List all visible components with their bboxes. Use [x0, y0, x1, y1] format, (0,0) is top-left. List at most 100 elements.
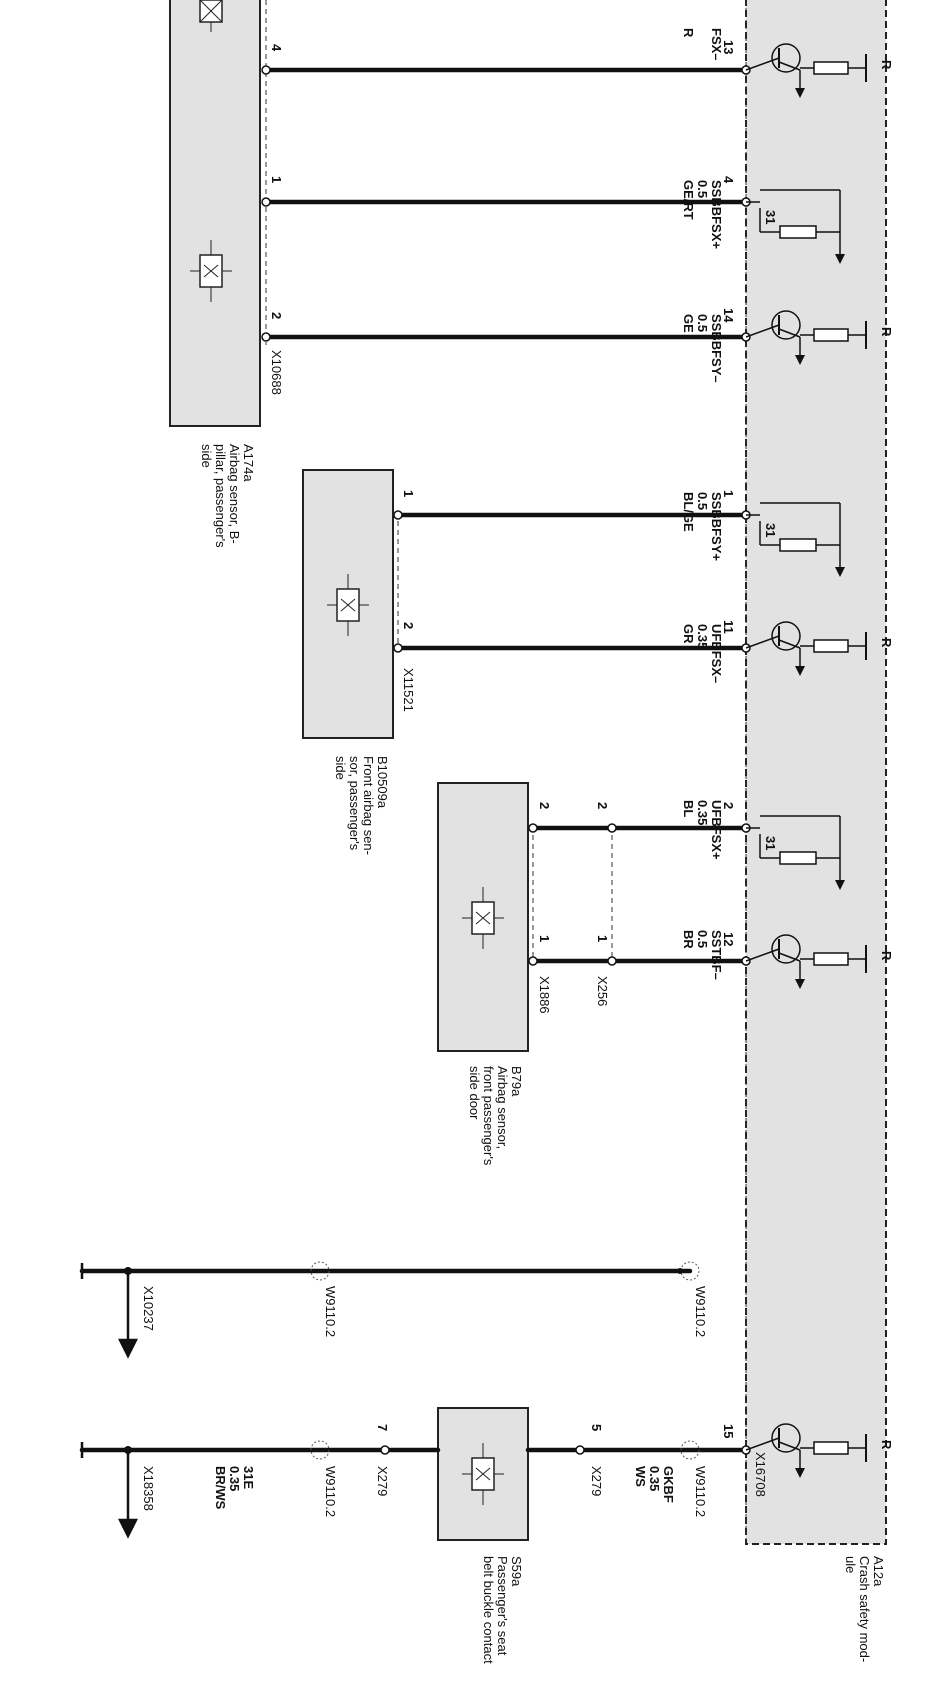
wire-label-6-1: 0.5 [695, 930, 710, 948]
device-b10509a-name-2: sor, passenger's [347, 756, 362, 851]
connector-x279-b: X279 [375, 1466, 390, 1496]
device-a174a-name-3: side [199, 444, 214, 468]
resistor-icon [800, 1434, 867, 1462]
wire-label-3-2: BL/GE [681, 492, 696, 532]
pin-x256-2: 2 [595, 802, 610, 809]
sensor-element-icon [199, 0, 223, 32]
pin-x1886-2: 2 [537, 802, 552, 809]
wire-label-5-2: BL [681, 800, 696, 817]
device-b79a-name-3: side door [467, 1066, 482, 1120]
pin-label-31: 31 [763, 523, 778, 537]
device-b79a-id: B79a [509, 1066, 524, 1097]
wire-label-5-1: 0.35 [695, 800, 710, 825]
module-name-1: Crash safety mod- [857, 1556, 872, 1662]
device-s59a-name-1: Passenger's seat [495, 1556, 510, 1656]
sensor-element-icon [327, 574, 369, 636]
wire-label-4-2: GR [681, 624, 696, 644]
connector-labels: X10688 X11521 X1886 X256 X279 X279 W9110… [141, 350, 708, 1517]
pin-module-13: 13 [721, 40, 736, 54]
pin-module-14: 14 [721, 308, 736, 323]
wire-label-0-0: FSX– [709, 28, 724, 61]
door-airbag-sensor[interactable] [437, 782, 529, 1052]
pin-device-2: 2 [269, 312, 284, 319]
sensor-element-icon [462, 887, 504, 949]
device-b79a-name-1: Airbag sensor, [495, 1066, 510, 1149]
sensor-element-icon [462, 1443, 504, 1505]
connector-x10237: X10237 [141, 1286, 156, 1331]
resistor-icon [746, 815, 845, 890]
device-b79a-name-2: front passenger's [481, 1066, 496, 1166]
wire-label-2-2: GE [681, 314, 696, 333]
pin-module-15: 15 [721, 1424, 736, 1438]
front-airbag-sensor[interactable] [302, 469, 394, 739]
pin-numbers: 13 4 14 1 11 2 12 15 4 1 2 1 2 2 2 1 1 5… [269, 40, 736, 1438]
pin-device-1: 1 [269, 176, 284, 183]
pin-module-12: 12 [721, 932, 736, 946]
wire-label-4-0: UFBFSX– [709, 624, 724, 683]
airbag-sensor-b-pillar[interactable] [169, 0, 261, 427]
seatbelt-signal: GKBF [661, 1466, 676, 1503]
seat-belt-buckle-contact[interactable] [437, 1407, 529, 1541]
connector-x1886: X1886 [537, 976, 552, 1014]
connector-x11521: X11521 [401, 668, 416, 712]
transistor-icon [745, 1423, 805, 1478]
module-labels: A12a Crash safety mod- ule X16708 [753, 1452, 886, 1662]
device-b10509a-name-1: Front airbag sen- [361, 756, 376, 855]
connector-x256: X256 [595, 976, 610, 1006]
wire-label-4-1: 0.35 [695, 624, 710, 649]
pin-label-r: R [879, 60, 894, 70]
wire-label-1-2: GE/RT [681, 180, 696, 220]
module-body [745, 0, 887, 1545]
seatbelt-section: 0.35 [647, 1466, 662, 1491]
wire-label-1-1: 0.5 [695, 180, 710, 198]
wires [79, 67, 749, 1453]
transistor-icon [745, 621, 805, 676]
pin-label-r: R [879, 951, 894, 961]
pin-label-r: R [879, 327, 894, 337]
transistor-icon [745, 934, 805, 989]
pin-x1886-1: 1 [537, 935, 552, 942]
device-a174a-name-2: pillar, passenger's [213, 444, 228, 548]
wire-label-3-1: 0.5 [695, 492, 710, 510]
pin-module-11: 11 [721, 620, 736, 634]
wire-label-3-0: SSBBFSY+ [709, 492, 724, 561]
resistor-icon [746, 189, 845, 264]
crash-safety-module[interactable] [745, 0, 887, 1545]
device-s59a-id: S59a [509, 1556, 524, 1587]
device-s59a-name-2: belt buckle contact [481, 1556, 496, 1664]
connector-x18358: X18358 [141, 1466, 156, 1511]
splice-w9110-top-b: W9110.2 [323, 1286, 338, 1337]
resistor-icon [746, 502, 845, 577]
wire-label-6-0: SSTBF– [709, 930, 724, 980]
wire-label-6-2: BR [681, 930, 696, 949]
device-b10509a-name-3: side [333, 756, 348, 780]
pin-device-1b: 1 [401, 490, 416, 497]
transistor-icon [745, 310, 805, 365]
seatbelt-color: WS [633, 1466, 648, 1487]
pin-markers [261, 65, 751, 1455]
pin-module-2: 2 [721, 802, 736, 809]
module-name-2: ule [843, 1556, 858, 1573]
resistor-icon [800, 632, 867, 660]
gnd-color: BR/WS [213, 1466, 228, 1510]
resistor-icon [800, 945, 867, 973]
gnd-section: 0.35 [227, 1466, 242, 1491]
module-connector: X16708 [753, 1452, 768, 1497]
ground-wire-labels: 31E 0.35 BR/WS GKBF 0.35 WS [213, 1466, 676, 1510]
wire-label-2-1: 0.5 [695, 314, 710, 332]
wire-label-5-0: UFBFSX+ [709, 800, 724, 860]
splice-w9110-bot-a: W9110.2 [693, 1466, 708, 1517]
module-id: A12a [871, 1556, 886, 1587]
device-a174a-id: A174a [241, 444, 256, 482]
pin-x279-5: 5 [589, 1424, 604, 1431]
transistor-icon [745, 43, 805, 98]
pin-x256-1: 1 [595, 935, 610, 942]
cable-shields [265, 0, 613, 963]
wire-label-1-0: SSBBFSX+ [709, 180, 724, 249]
connector-x279-a: X279 [589, 1466, 604, 1496]
wire-label-0-2: R [681, 28, 696, 38]
ground-arrow-icon [80, 1442, 139, 1539]
pin-device-2b: 2 [401, 622, 416, 629]
pin-module-4: 4 [721, 176, 736, 184]
